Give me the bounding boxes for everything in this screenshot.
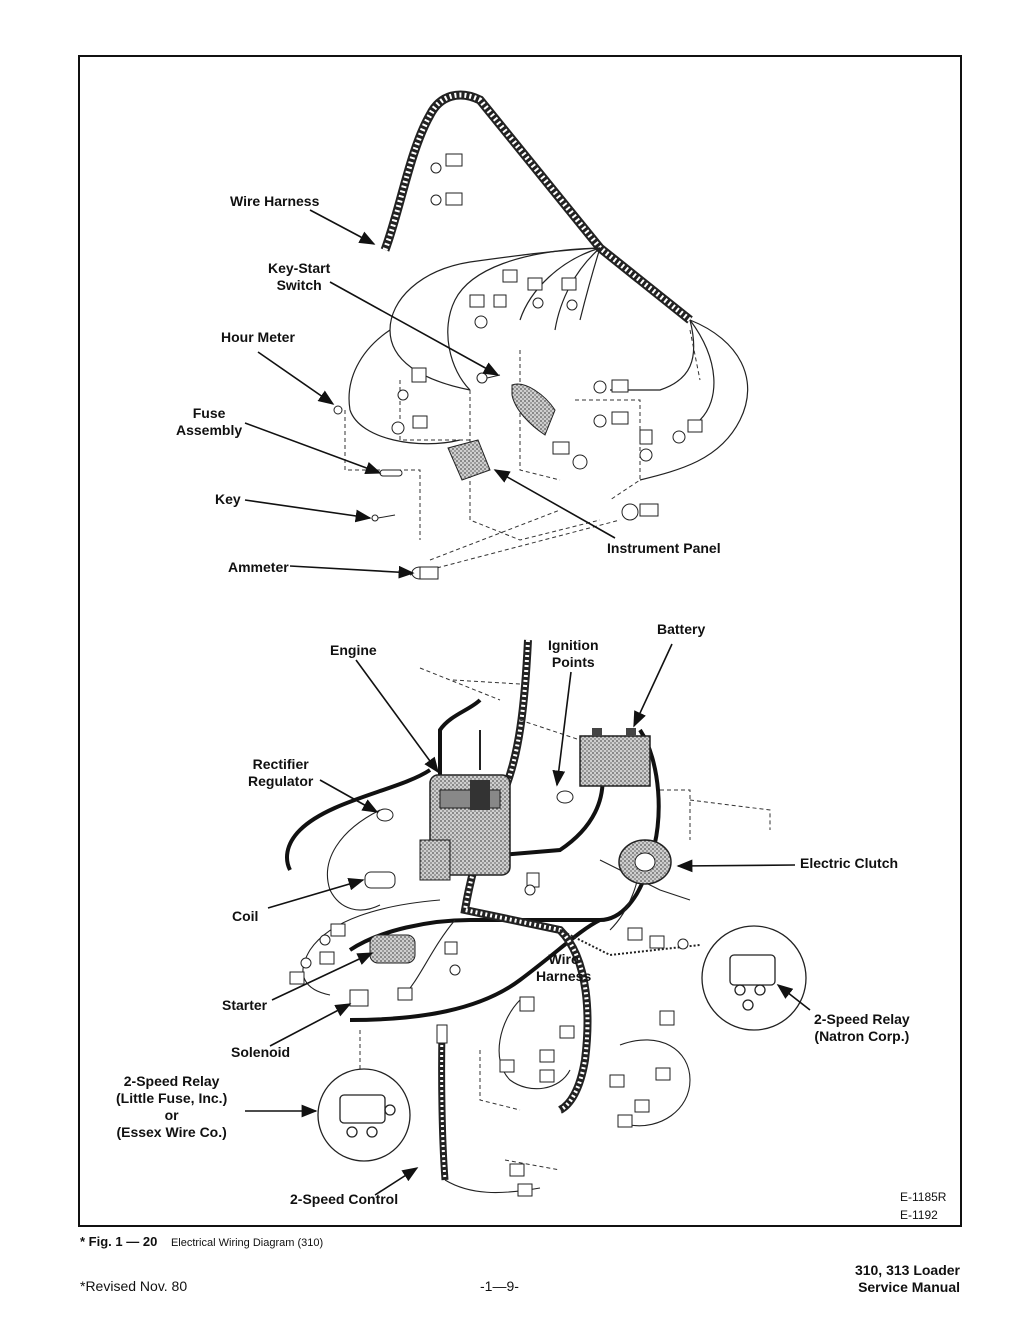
- lower-harness: [438, 639, 701, 1181]
- label-relay-little-fuse-line3: or: [164, 1107, 179, 1123]
- label-instrument-panel: Instrument Panel: [607, 540, 721, 556]
- label-relay-little-fuse: 2-Speed Relay (Little Fuse, Inc.) or (Es…: [116, 1073, 227, 1141]
- lower-wire-tags: [289, 872, 689, 1197]
- label-relay-little-fuse-line1: 2-Speed Relay: [123, 1073, 220, 1089]
- label-relay-natron-line1: 2-Speed Relay: [814, 1011, 910, 1027]
- label-ignition-points: Ignition Points: [548, 637, 599, 671]
- figure-number: * Fig. 1 — 20: [80, 1234, 158, 1249]
- figure-description: Electrical Wiring Diagram (310): [170, 1237, 324, 1249]
- label-fuse-assembly-line2: Assembly: [176, 422, 243, 438]
- figure-frame: [78, 55, 962, 1227]
- lower-leader-lines: [245, 643, 811, 1196]
- label-wire-harness-bottom-line1: Wire: [548, 951, 579, 967]
- label-relay-little-fuse-line2: (Little Fuse, Inc.): [116, 1090, 228, 1106]
- manual-title-line2: Service Manual: [858, 1279, 960, 1295]
- label-key-start-switch: Key-Start Switch: [268, 260, 330, 294]
- revised-note: *Revised Nov. 80: [80, 1278, 188, 1294]
- upper-harness: [348, 90, 749, 481]
- label-ignition-points-line2: Points: [551, 654, 595, 670]
- manual-title-line1: 310, 313 Loader: [854, 1262, 960, 1278]
- label-key-start-switch-line1: Key-Start: [268, 260, 331, 276]
- label-fuse-assembly: Fuse Assembly: [176, 405, 242, 439]
- starter-part: [369, 934, 416, 964]
- label-rectifier-regulator: Rectifier Regulator: [248, 756, 313, 790]
- battery-part: [579, 728, 651, 787]
- page-number: -1—9-: [480, 1278, 519, 1294]
- drawing-number-2: E-1192: [900, 1208, 938, 1222]
- hour-meter-part: [333, 405, 343, 415]
- relay-little-fuse-circle: [317, 1068, 411, 1162]
- relay-natron-circle: [701, 925, 807, 1031]
- label-battery: Battery: [657, 621, 706, 637]
- label-relay-natron: 2-Speed Relay (Natron Corp.): [814, 1011, 910, 1045]
- label-solenoid: Solenoid: [231, 1044, 291, 1060]
- label-engine: Engine: [330, 642, 377, 658]
- ignition-points-part: [556, 790, 574, 804]
- rectifier-part: [376, 808, 394, 822]
- fuse-assembly-part: [379, 469, 403, 477]
- drawing-number-1: E-1185R: [900, 1190, 947, 1204]
- label-starter: Starter: [222, 997, 268, 1013]
- coil-part: [364, 871, 396, 889]
- ammeter-part: [411, 566, 439, 580]
- label-electric-clutch: Electric Clutch: [800, 855, 899, 871]
- upper-wire-tags: [391, 153, 703, 521]
- label-rectifier-regulator-line2: Regulator: [248, 773, 314, 789]
- solenoid-part: [349, 989, 369, 1007]
- label-relay-natron-line2: (Natron Corp.): [814, 1028, 910, 1044]
- lower-dashed-connections: [359, 667, 771, 1171]
- speed-control-part: [436, 1024, 448, 1044]
- label-hour-meter: Hour Meter: [221, 329, 295, 345]
- instrument-panel: [447, 383, 556, 481]
- label-ammeter: Ammeter: [228, 559, 289, 575]
- label-coil: Coil: [232, 908, 259, 924]
- label-fuse-assembly-line1: Fuse: [192, 405, 226, 421]
- key-part: [371, 514, 396, 522]
- electric-clutch-part: [618, 839, 672, 885]
- label-key-start-switch-line2: Switch: [276, 277, 322, 293]
- label-relay-little-fuse-line4: (Essex Wire Co.): [116, 1124, 227, 1140]
- label-rectifier-regulator-line1: Rectifier: [252, 756, 309, 772]
- label-ignition-points-line1: Ignition: [548, 637, 599, 653]
- label-wire-harness-top: Wire Harness: [230, 193, 320, 209]
- label-speed-control: 2-Speed Control: [290, 1191, 399, 1207]
- drawing-numbers: E-1185R E-1192: [900, 1188, 946, 1224]
- label-wire-harness-bottom: Wire Harness: [536, 951, 591, 985]
- upper-leader-lines: [244, 209, 616, 579]
- label-wire-harness-bottom-line2: Harness: [536, 968, 592, 984]
- figure-caption: * Fig. 1 — 20 Electrical Wiring Diagram …: [80, 1234, 323, 1249]
- manual-title: 310, 313 Loader Service Manual: [855, 1262, 960, 1296]
- engine-part: [419, 730, 511, 881]
- label-key: Key: [215, 491, 241, 507]
